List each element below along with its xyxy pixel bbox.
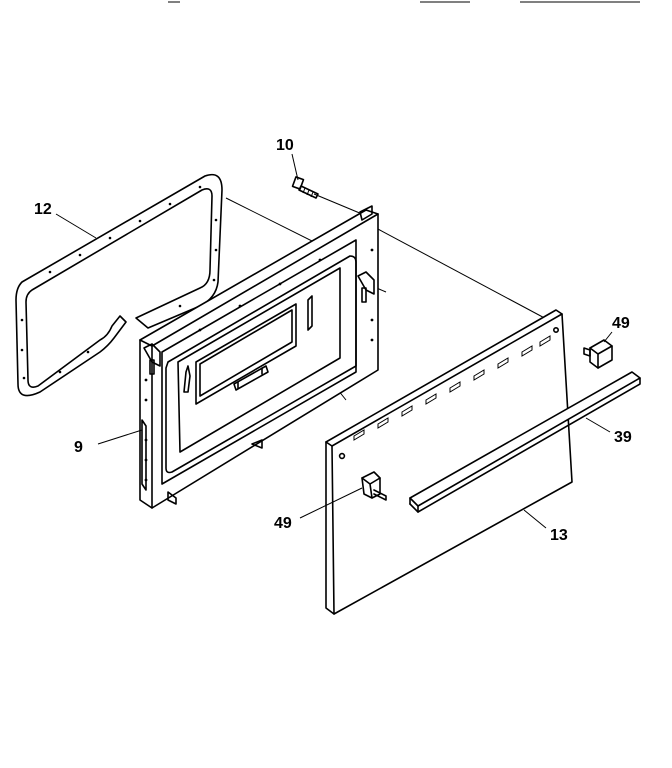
callout-49-lower: 49 (274, 515, 292, 532)
leader-lines (55, 153, 613, 529)
callout-12: 12 (34, 201, 52, 218)
bracket-upper (583, 339, 613, 369)
callout-9: 9 (74, 439, 83, 456)
screw (291, 176, 319, 199)
callout-39: 39 (614, 429, 632, 446)
inner-door-frame (139, 205, 379, 509)
bracket-lower (361, 471, 387, 501)
callout-13: 13 (550, 527, 568, 544)
callout-49-upper: 49 (612, 315, 630, 332)
callout-10: 10 (276, 137, 294, 154)
trim-strip (409, 371, 641, 513)
outer-door-panel (325, 309, 573, 615)
